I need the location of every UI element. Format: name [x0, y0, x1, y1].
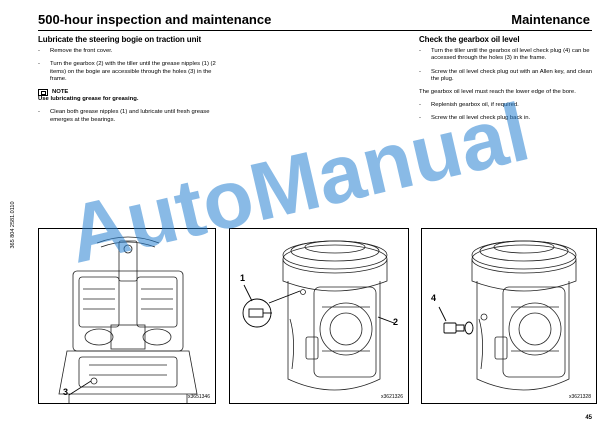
step-item: - Turn the gearbox (2) with the tiller u…	[38, 61, 228, 83]
callout-1: 1	[240, 273, 246, 283]
step-item: - Remove the front cover.	[38, 48, 228, 55]
step-item: - Clean both grease nipples (1) and lubr…	[38, 109, 228, 123]
figure-id: x3651346	[188, 394, 210, 400]
left-section-title: Lubricate the steering bogie on traction…	[38, 35, 202, 44]
figure-id: x3621326	[381, 394, 403, 400]
step-item: - Turn the tiller until the gearbox oil …	[419, 48, 597, 62]
note-text: Use lubricating grease for greasing.	[38, 96, 139, 103]
dash-marker: -	[419, 115, 421, 122]
step-text: Turn the tiller until the gearbox oil le…	[431, 48, 590, 62]
header-rule	[38, 30, 592, 31]
callout-4: 4	[431, 293, 437, 303]
figure-id: x3621328	[569, 394, 591, 400]
step-item: - Screw the oil level check plug out wit…	[419, 69, 597, 83]
dash-marker: -	[419, 68, 421, 75]
dash-marker: -	[38, 48, 40, 55]
step-text: Clean both grease nipples (1) and lubric…	[50, 109, 210, 123]
step-text: Screw the oil level check plug out with …	[431, 68, 592, 82]
callout-3: 3	[63, 387, 69, 397]
page-number: 45	[585, 415, 592, 421]
step-text: Replenish gearbox oil, if required.	[431, 102, 519, 109]
step-text: Remove the front cover.	[50, 48, 113, 55]
chapter-title: Maintenance	[511, 12, 590, 27]
dash-marker: -	[38, 61, 40, 68]
callout-2: 2	[393, 317, 399, 327]
dash-marker: -	[419, 102, 421, 109]
section-title: 500-hour inspection and maintenance	[38, 12, 272, 27]
step-text: Screw the oil level check plug back in.	[431, 115, 531, 122]
truck-frame-illustration	[58, 236, 198, 403]
oil-plug-illustration	[438, 240, 577, 391]
figure-truck-frame: 3 x3651346	[38, 228, 216, 404]
right-column: Check the gearbox oil level - Turn the t…	[419, 35, 597, 129]
note-icon	[38, 89, 48, 97]
right-section-title: Check the gearbox oil level	[419, 35, 520, 44]
left-column: Lubricate the steering bogie on traction…	[38, 35, 228, 130]
step-item: - Screw the oil level check plug back in…	[419, 115, 597, 122]
oil-level-paragraph: The gearbox oil level must reach the low…	[419, 89, 576, 96]
step-text: Turn the gearbox (2) with the tiller unt…	[50, 61, 216, 82]
note-heading: NOTE	[38, 89, 228, 97]
step-item: - Replenish gearbox oil, if required.	[419, 102, 597, 109]
note-label: NOTE	[52, 89, 69, 96]
figure-gearbox-grease: 1 2 x3621326	[229, 228, 409, 404]
dash-marker: -	[419, 48, 421, 55]
gearbox-illustration	[242, 240, 395, 391]
figure-gearbox-oil-plug: 4 x3621328	[421, 228, 597, 404]
document-code: 365 804 2581.0110	[10, 201, 16, 249]
dash-marker: -	[38, 109, 40, 116]
